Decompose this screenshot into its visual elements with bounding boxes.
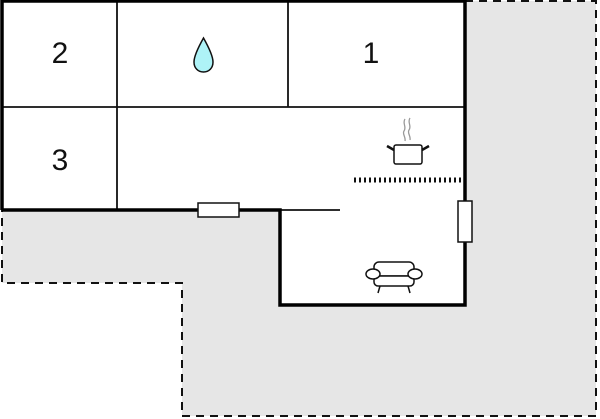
window-bottom	[197, 202, 240, 218]
cooking-pot-icon	[386, 117, 430, 165]
room-label-3: 3	[52, 144, 69, 177]
window-right	[457, 200, 473, 243]
exterior-walls	[0, 0, 467, 307]
armchair-icon	[365, 261, 423, 294]
water-drop-icon	[193, 36, 214, 73]
room-label-2: 2	[52, 37, 69, 70]
interior-walls	[2, 1, 465, 211]
room-label-1: 1	[363, 37, 380, 70]
